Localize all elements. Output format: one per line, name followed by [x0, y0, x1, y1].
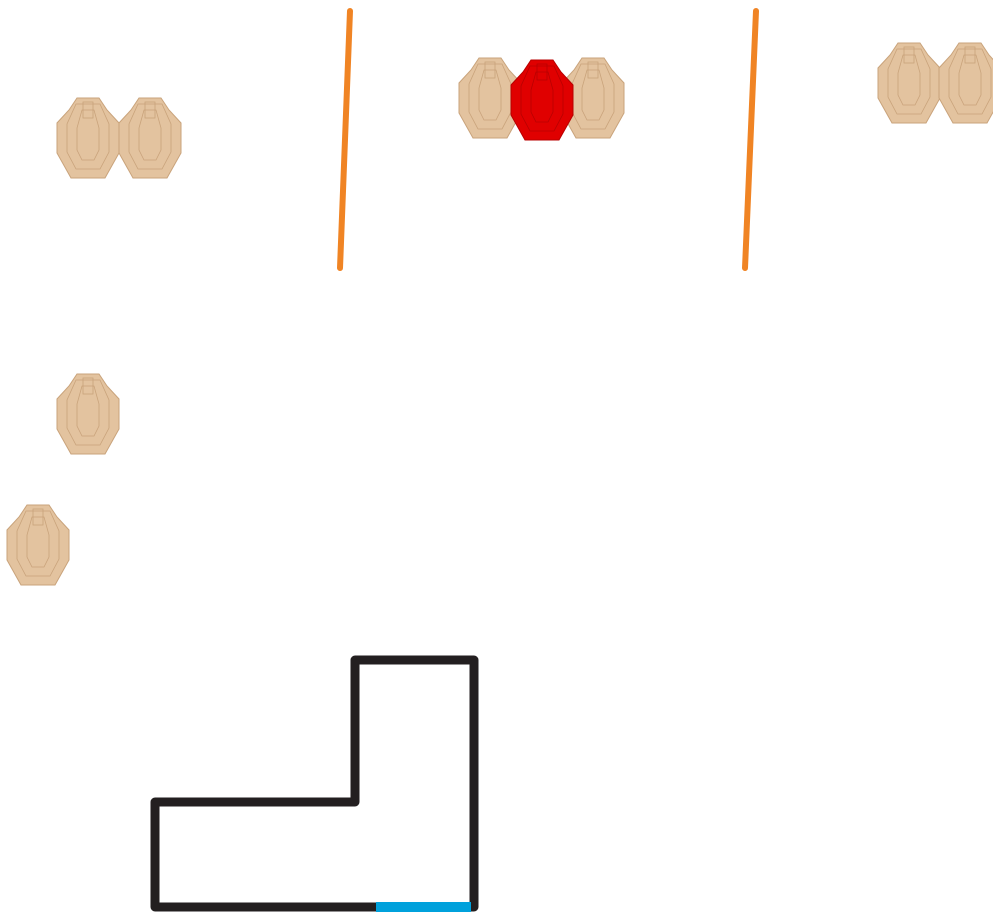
target-group-t9: [7, 505, 69, 585]
fault-line-left: [340, 11, 350, 268]
target-group-t1-t2: [57, 98, 181, 178]
shooting-area-outline: [155, 660, 474, 907]
shoot-target: [939, 43, 993, 123]
shoot-target: [57, 374, 119, 454]
no-shoot-target: [511, 60, 573, 140]
shoot-target: [57, 98, 119, 178]
target-group-t8: [57, 374, 119, 454]
shoot-target: [119, 98, 181, 178]
target-group-t6-t7: [878, 43, 993, 123]
target-group-t3-t5: [459, 58, 624, 140]
fault-line-right: [745, 11, 756, 268]
shoot-target: [878, 43, 940, 123]
shoot-target: [7, 505, 69, 585]
